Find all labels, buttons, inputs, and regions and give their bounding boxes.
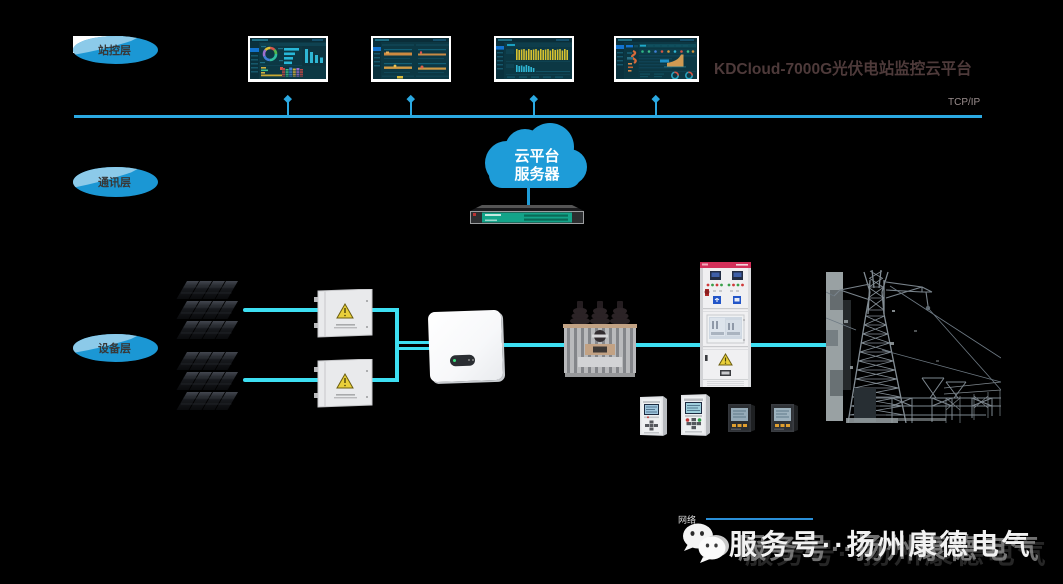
svg-text:服务器: 服务器 — [514, 165, 560, 183]
svg-text:云平台: 云平台 — [514, 147, 559, 165]
